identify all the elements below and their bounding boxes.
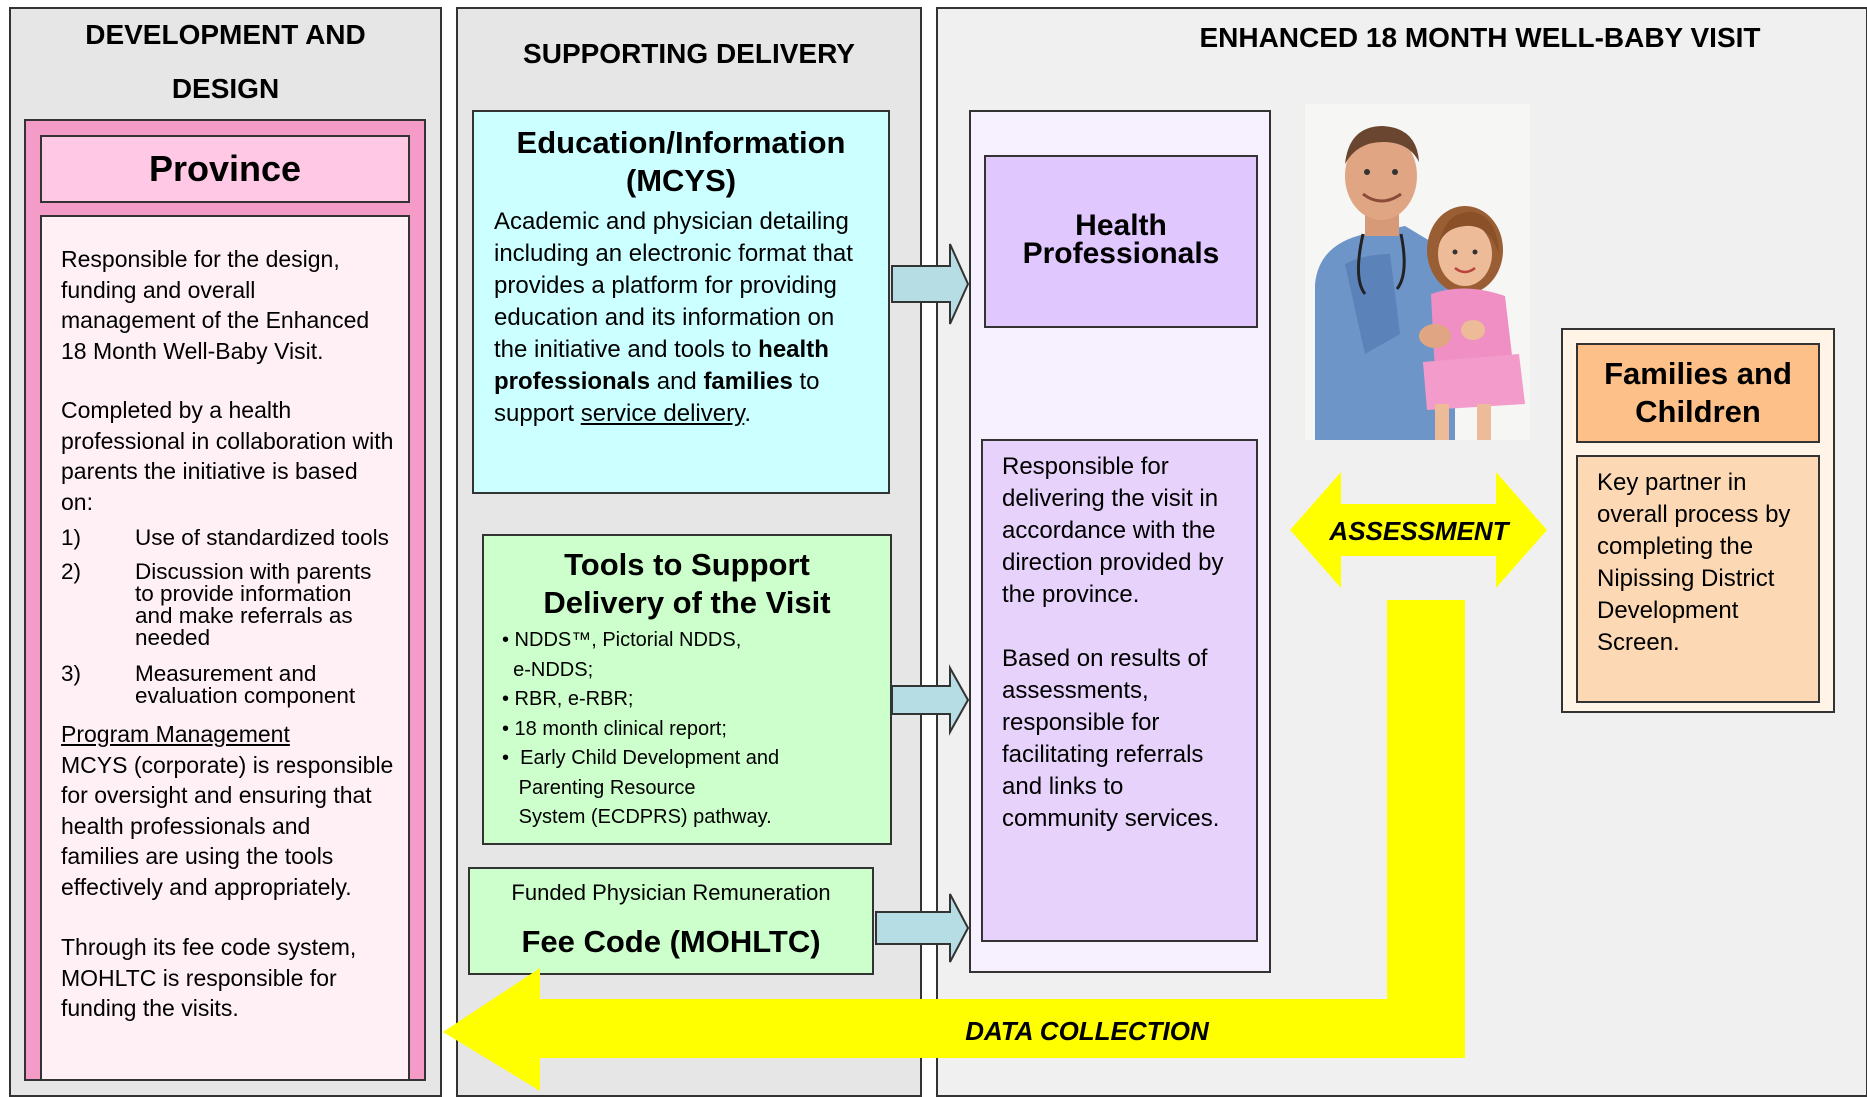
list-item: 1) Use of standardized tools (61, 525, 394, 550)
list-item-text: Measurement and evaluation component (135, 661, 356, 708)
province-body-box: Responsible for the design, funding and … (40, 215, 410, 1081)
development-heading: DEVELOPMENT AND DESIGN (9, 8, 442, 116)
program-management-heading: Program Management (61, 721, 290, 747)
education-text-and: and (650, 368, 704, 395)
tools-box: Tools to Support Delivery of the Visit •… (482, 534, 892, 845)
health-professionals-delivery: Responsible for delivering the visit in … (1002, 453, 1224, 608)
fee-code-box: Funded Physician Remuneration Fee Code (… (468, 867, 874, 975)
list-item: 2) Discussion with parents to provide in… (61, 559, 394, 650)
fee-code-title: Fee Code (MOHLTC) (521, 924, 821, 959)
list-item-text: Discussion with parents to provide infor… (135, 559, 372, 650)
education-title-line1: Education/Information (516, 125, 846, 160)
list-item-number: 3) (61, 661, 82, 686)
health-professionals-title-line2: Professionals (1022, 237, 1220, 270)
list-item: 3) Measurement and evaluation component (61, 661, 394, 708)
list-item-text: Use of standardized tools (135, 525, 389, 550)
province-list: 1) Use of standardized tools 2) Discussi… (61, 525, 394, 708)
tools-list-item: System (ECDPRS) pathway. (502, 806, 772, 828)
education-families: families (703, 368, 793, 395)
health-professionals-title-box: Health Professionals (984, 155, 1258, 328)
development-heading-line1: DEVELOPMENT AND (85, 19, 366, 50)
doctor-with-child-photo (1305, 104, 1530, 440)
education-title-line2: (MCYS) (625, 163, 737, 198)
doctor-with-child-illustration (1305, 104, 1530, 440)
education-service-delivery: service delivery (580, 400, 745, 427)
tools-list-item: • RBR, e-RBR; (502, 688, 634, 710)
education-description: Academic and physician detailing includi… (494, 206, 868, 430)
education-text-start: Academic and physician detailing includi… (494, 208, 853, 363)
families-description: Key partner in overall process by comple… (1597, 469, 1791, 656)
province-description: Responsible for the design, funding and … (61, 246, 370, 364)
province-title: Province (148, 148, 302, 189)
health-professionals-title-line1: Health (1075, 209, 1167, 242)
tools-title-line2: Delivery of the Visit (543, 585, 831, 620)
tools-list-item: e-NDDS; (502, 658, 594, 681)
province-title-box: Province (40, 135, 410, 203)
tools-title-line1: Tools to Support (564, 547, 810, 582)
list-item-number: 1) (61, 525, 82, 550)
families-title-box: Families and Children (1576, 343, 1820, 443)
fee-code-subtitle: Funded Physician Remuneration (511, 880, 831, 905)
education-box: Education/Information (MCYS) Academic an… (472, 110, 890, 494)
tools-title: Tools to Support Delivery of the Visit (484, 546, 890, 622)
education-health-professionals: health professionals (494, 336, 829, 395)
development-heading-line2: DESIGN (171, 73, 280, 104)
health-professionals-referrals: Based on results of assessments, respons… (1002, 645, 1220, 832)
tools-list-item: • NDDS™, Pictorial NDDS, (502, 629, 742, 651)
tools-list: • NDDS™, Pictorial NDDS, e-NDDS; • RBR, … (502, 626, 890, 833)
visit-heading: ENHANCED 18 MONTH WELL-BABY VISIT (1199, 22, 1761, 53)
families-body-box: Key partner in overall process by comple… (1576, 455, 1820, 703)
fee-code-funding-text: Through its fee code system, MOHLTC is r… (61, 934, 357, 1021)
supporting-heading: SUPPORTING DELIVERY (523, 38, 855, 69)
tools-list-item: • 18 month clinical report; (502, 717, 727, 740)
program-management-text: MCYS (corporate) is responsible for over… (61, 751, 394, 900)
families-title-line1: Families and (1604, 356, 1792, 391)
education-title: Education/Information (MCYS) (494, 124, 868, 200)
education-text-mid: to support (494, 368, 820, 427)
families-title-line2: Children (1635, 394, 1761, 429)
list-item-number: 2) (61, 559, 82, 584)
tools-list-item: • Early Child Development and (502, 747, 780, 769)
education-text-end: . (744, 400, 751, 427)
health-professionals-body-box: Responsible for delivering the visit in … (981, 439, 1258, 942)
province-collaboration: Completed by a health professional in co… (61, 397, 394, 515)
tools-list-item: Parenting Resource (502, 776, 696, 799)
